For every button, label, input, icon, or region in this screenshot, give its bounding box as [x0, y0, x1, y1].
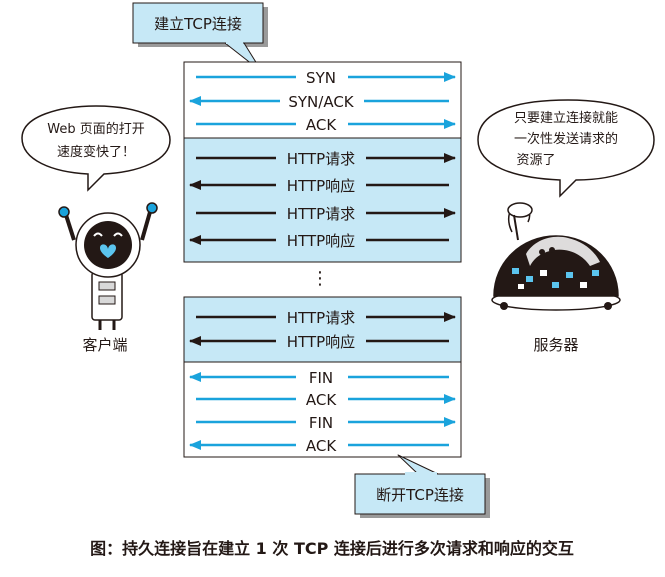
client-speech-bubble: Web 页面的打开 速度变快了！ — [21, 105, 171, 192]
ellipsis: ⋮ — [311, 268, 329, 289]
server-label: 服务器 — [533, 336, 578, 354]
client-bubble-line-1: Web 页面的打开 — [47, 121, 144, 137]
handshake-panel: SYN SYN/ACK ACK — [183, 61, 462, 139]
arrow-label: HTTP响应 — [287, 333, 355, 351]
arrow-label: HTTP响应 — [287, 232, 355, 250]
arrow-label: HTTP请求 — [287, 150, 355, 168]
http-response-arrow: HTTP响应 — [189, 332, 449, 351]
arrow-label: ACK — [306, 437, 337, 455]
arrow-label: HTTP请求 — [287, 205, 355, 223]
figure-caption: 图：持久连接旨在建立 1 次 TCP 连接后进行多次请求和响应的交互 — [90, 539, 574, 558]
arrow-label: SYN — [306, 69, 336, 87]
http-response-arrow: HTTP响应 — [189, 176, 449, 195]
handshake-arrow-synack: SYN/ACK — [189, 92, 449, 111]
exchange-panel-2: HTTP请求 HTTP响应 — [183, 296, 462, 363]
disconnect-callout: 断开TCP连接 — [354, 454, 490, 518]
teardown-arrow-fin: FIN — [189, 368, 449, 387]
teardown-panel: FIN ACK FIN ACK — [183, 361, 462, 458]
client-bubble-line-2: 速度变快了！ — [57, 144, 135, 160]
connect-callout: 建立TCP连接 — [132, 2, 268, 73]
http-request-arrow: HTTP请求 — [196, 149, 456, 168]
arrow-label: SYN/ACK — [288, 93, 354, 111]
server-bubble-line-2: 一次性发送请求的 — [514, 131, 618, 147]
arrow-label: ACK — [306, 391, 337, 409]
server-bubble-line-1: 只要建立连接就能 — [514, 110, 618, 126]
arrow-label: FIN — [309, 369, 333, 387]
arrow-label: HTTP请求 — [287, 309, 355, 327]
handshake-arrow-syn: SYN — [196, 68, 456, 87]
teardown-arrow-ack: ACK — [196, 390, 456, 409]
arrow-label: ACK — [306, 116, 337, 134]
server-speech-bubble: 只要建立连接就能 一次性发送请求的 资源了 — [477, 99, 655, 198]
exchange-panel-1: HTTP请求 HTTP响应 HTTP请求 HTTP响应 — [183, 137, 462, 263]
server-robot-icon — [491, 202, 621, 311]
arrow-label: HTTP响应 — [287, 177, 355, 195]
http-request-arrow: HTTP请求 — [196, 308, 456, 327]
http-response-arrow: HTTP响应 — [189, 231, 449, 250]
http-request-arrow: HTTP请求 — [196, 204, 456, 223]
arrow-label: FIN — [309, 414, 333, 432]
teardown-arrow-ack: ACK — [189, 436, 449, 455]
server-bubble-line-3: 资源了 — [516, 153, 555, 168]
connect-callout-text: 建立TCP连接 — [154, 15, 242, 33]
client-robot-icon — [58, 202, 158, 330]
handshake-arrow-ack: ACK — [196, 115, 456, 134]
client-label: 客户端 — [82, 336, 127, 354]
teardown-arrow-fin: FIN — [196, 413, 456, 432]
disconnect-callout-text: 断开TCP连接 — [376, 486, 464, 504]
